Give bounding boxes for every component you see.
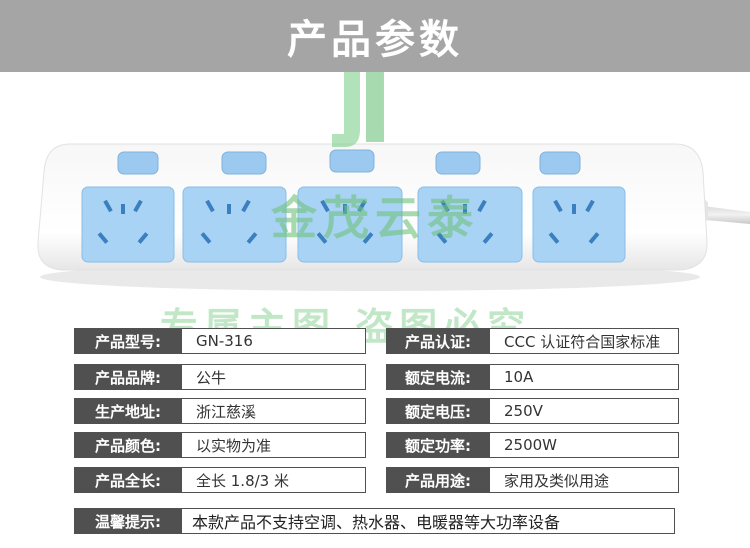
spec-row-length: 产品全长: 全长 1.8/3 米 [74,467,366,493]
spec-row-current: 额定电流: 10A [386,364,679,390]
spec-row-notice: 温馨提示: 本款产品不支持空调、热水器、电暖器等大功率设备 [74,508,675,534]
switch-1 [117,151,159,175]
spec-label: 额定电压: [386,398,490,424]
socket-row [81,186,626,263]
notice-value: 本款产品不支持空调、热水器、电暖器等大功率设备 [182,508,675,534]
switch-3 [329,149,375,173]
spec-row-origin: 生产地址: 浙江慈溪 [74,398,366,424]
spec-label: 产品认证: [386,328,490,354]
spec-row-certification: 产品认证: CCC 认证符合国家标准 [386,328,679,354]
spec-value: 2500W [490,432,679,458]
spec-value: 家用及类似用途 [490,467,679,493]
spec-label: 产品全长: [74,467,182,493]
socket-5 [532,186,626,263]
socket-1 [81,186,175,263]
spec-row-power: 额定功率: 2500W [386,432,679,458]
spec-label: 额定电流: [386,364,490,390]
spec-row-color: 产品颜色: 以实物为准 [74,432,366,458]
spec-label: 产品品牌: [74,364,182,390]
socket-3 [297,186,403,263]
spec-value: 全长 1.8/3 米 [182,467,366,493]
spec-value: 10A [490,364,679,390]
spec-label: 生产地址: [74,398,182,424]
spec-value: 以实物为准 [182,432,366,458]
spec-label: 额定功率: [386,432,490,458]
spec-value: 公牛 [182,364,366,390]
watermark-logo: 金茂云泰 [270,72,479,245]
switch-row [117,149,581,175]
spec-label: 产品型号: [74,328,182,354]
spec-label: 产品用途: [386,467,490,493]
spec-row-model: 产品型号: GN-316 [74,328,366,354]
page-title: 产品参数 [287,17,463,63]
notice-label: 温馨提示: [74,508,182,534]
socket-2 [182,186,287,263]
switch-5 [539,151,581,175]
watermark-logo-text: 金茂云泰 [270,191,479,245]
product-photo: 金茂云泰 [0,72,750,327]
spec-row-voltage: 额定电压: 250V [386,398,679,424]
spec-label: 产品颜色: [74,432,182,458]
header-bar: 产品参数 [0,0,750,72]
switch-2 [221,151,267,175]
power-cord [695,205,750,224]
spec-value: CCC 认证符合国家标准 [490,328,679,354]
switch-4 [435,151,481,175]
spec-row-brand: 产品品牌: 公牛 [74,364,366,390]
socket-4 [417,186,523,263]
spec-value: 浙江慈溪 [182,398,366,424]
spec-row-usage: 产品用途: 家用及类似用途 [386,467,679,493]
power-strip-image: 金茂云泰 [37,72,750,291]
spec-value: GN-316 [182,328,366,354]
spec-value: 250V [490,398,679,424]
